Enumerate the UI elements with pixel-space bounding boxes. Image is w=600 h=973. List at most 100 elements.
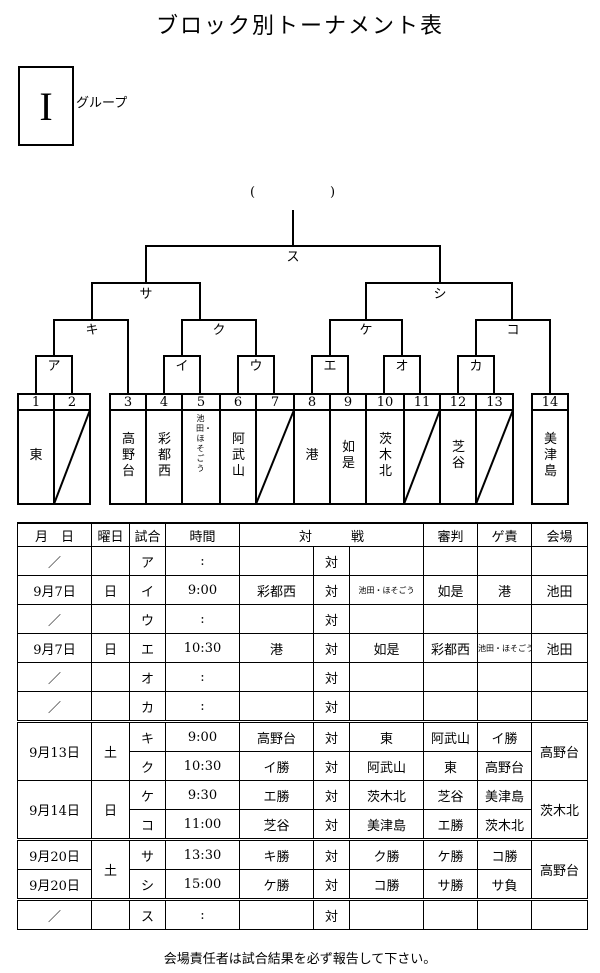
cell-time: 15:00 [165, 869, 240, 900]
cell-venue: 高野台 [531, 838, 589, 900]
cell-scorer [477, 604, 533, 634]
quarter-ke-label: ケ [359, 323, 373, 338]
cell-match: カ [129, 691, 166, 722]
cell-weekday [91, 662, 130, 692]
cell-time: 11:00 [165, 809, 240, 840]
page-title: ブロック別トーナメント表 [155, 14, 444, 39]
team-num-10: 10 [376, 395, 394, 410]
group-label: グループ [76, 96, 128, 111]
cell-team1 [239, 662, 314, 692]
team-name-9: 如是 [342, 440, 356, 471]
cell-referee [423, 604, 479, 634]
cell-team2: 茨木北 [348, 780, 425, 810]
cell-time: 9:00 [165, 575, 240, 605]
cell-date: 9月14日 [17, 780, 92, 840]
cell-date: ／ [17, 604, 92, 634]
cell-team2 [348, 898, 425, 930]
cell-team2: 東 [348, 720, 425, 752]
team-num-14: 14 [541, 395, 559, 410]
cell-referee: エ勝 [423, 809, 479, 840]
cell-time: : [165, 546, 240, 576]
cell-scorer [477, 691, 533, 722]
round1-e-label: エ [323, 359, 337, 374]
cell-time: : [165, 691, 240, 722]
cell-venue: 池田 [531, 575, 589, 605]
table-row: 9月7日 日 エ 10:30 港 対 如是 彩都西 池田・ほそごう 池田 [17, 633, 589, 663]
table-row: 9月7日 日 イ 9:00 彩都西 対 池田・ほそごう 如是 港 池田 [17, 575, 589, 605]
cell-scorer [477, 662, 533, 692]
cell-match: オ [129, 662, 166, 692]
header-date: 月 日 [17, 522, 92, 547]
cell-date: ／ [17, 898, 92, 930]
team-num-13: 13 [486, 395, 503, 410]
cell-match: ス [129, 898, 166, 930]
team-name-3: 高野台 [122, 432, 136, 479]
team-name-6: 阿武山 [232, 432, 246, 479]
cell-team2: 美津島 [348, 809, 425, 840]
team-num-5: 5 [196, 395, 206, 410]
team-num-4: 4 [159, 395, 169, 410]
cell-scorer: 茨木北 [477, 809, 533, 840]
cell-referee [423, 691, 479, 722]
table-row: ／ オ : 対 [17, 662, 589, 692]
cell-weekday [91, 546, 130, 576]
cell-time: 10:30 [165, 633, 240, 663]
cell-venue [531, 546, 589, 576]
cell-vs: 対 [313, 780, 350, 810]
cell-scorer: コ勝 [477, 838, 533, 870]
cell-team2: ク勝 [348, 838, 425, 870]
team-name-8: 港 [305, 448, 319, 463]
cell-vs: 対 [313, 898, 350, 930]
cell-vs: 対 [313, 720, 350, 752]
cell-team2: 如是 [348, 633, 425, 663]
header-venue: 会場 [531, 522, 589, 547]
team-num-6: 6 [233, 395, 243, 410]
schedule-header-row: 月 日 曜日 試合 時間 対 戦 審判 ゲ責 会場 [17, 522, 589, 547]
round1-u-label: ウ [249, 359, 263, 374]
cell-team1: イ勝 [239, 751, 314, 781]
team-name-10: 茨木北 [379, 432, 393, 479]
round1-o-label: オ [395, 359, 409, 374]
cell-date: 9月20日 [17, 838, 92, 870]
cell-referee: 東 [423, 751, 479, 781]
cell-match: ケ [129, 780, 166, 810]
final-paren-open: ( [250, 185, 256, 200]
cell-referee: サ勝 [423, 869, 479, 900]
header-scorer: ゲ責 [477, 522, 533, 547]
team-num-2: 2 [67, 395, 77, 410]
final-label: ス [286, 250, 300, 265]
team-num-1: 1 [31, 395, 41, 410]
cell-venue: 高野台 [531, 720, 589, 781]
cell-scorer: 池田・ほそごう [477, 633, 533, 663]
cell-team1: 彩都西 [239, 575, 314, 605]
header-match: 試合 [129, 522, 166, 547]
cell-team1: 芝谷 [239, 809, 314, 840]
cell-team2 [348, 546, 425, 576]
team-num-12: 12 [449, 395, 467, 410]
cell-date: 9月7日 [17, 575, 92, 605]
cell-scorer: 美津島 [477, 780, 533, 810]
cell-vs: 対 [313, 809, 350, 840]
cell-match: シ [129, 869, 166, 900]
header-referee: 審判 [423, 522, 479, 547]
cell-team1: エ勝 [239, 780, 314, 810]
round1-i-label: イ [175, 359, 189, 374]
round1-ka-label: カ [469, 359, 483, 374]
cell-team2: 阿武山 [348, 751, 425, 781]
table-row: ／ ア : 対 [17, 546, 589, 576]
cell-match: ク [129, 751, 166, 781]
cell-vs: 対 [313, 838, 350, 870]
table-row: ／ ウ : 対 [17, 604, 589, 634]
quarter-ki-label: キ [85, 323, 99, 338]
team-num-11: 11 [413, 395, 431, 410]
group-letter: I [39, 83, 53, 129]
cell-match: イ [129, 575, 166, 605]
team-name-12: 芝谷 [452, 440, 466, 471]
bracket-lines [17, 210, 569, 505]
cell-scorer [477, 898, 533, 930]
table-row: ／ ス : 対 [17, 898, 589, 930]
table-row: 9月13日 土 キ 9:00 高野台 対 東 阿武山 イ勝 高野台 [17, 720, 589, 781]
cell-venue [531, 662, 589, 692]
cell-vs: 対 [313, 691, 350, 722]
table-row: 9月20日 シ 15:00 ケ勝 対 コ勝 サ勝 サ負 [17, 869, 588, 900]
